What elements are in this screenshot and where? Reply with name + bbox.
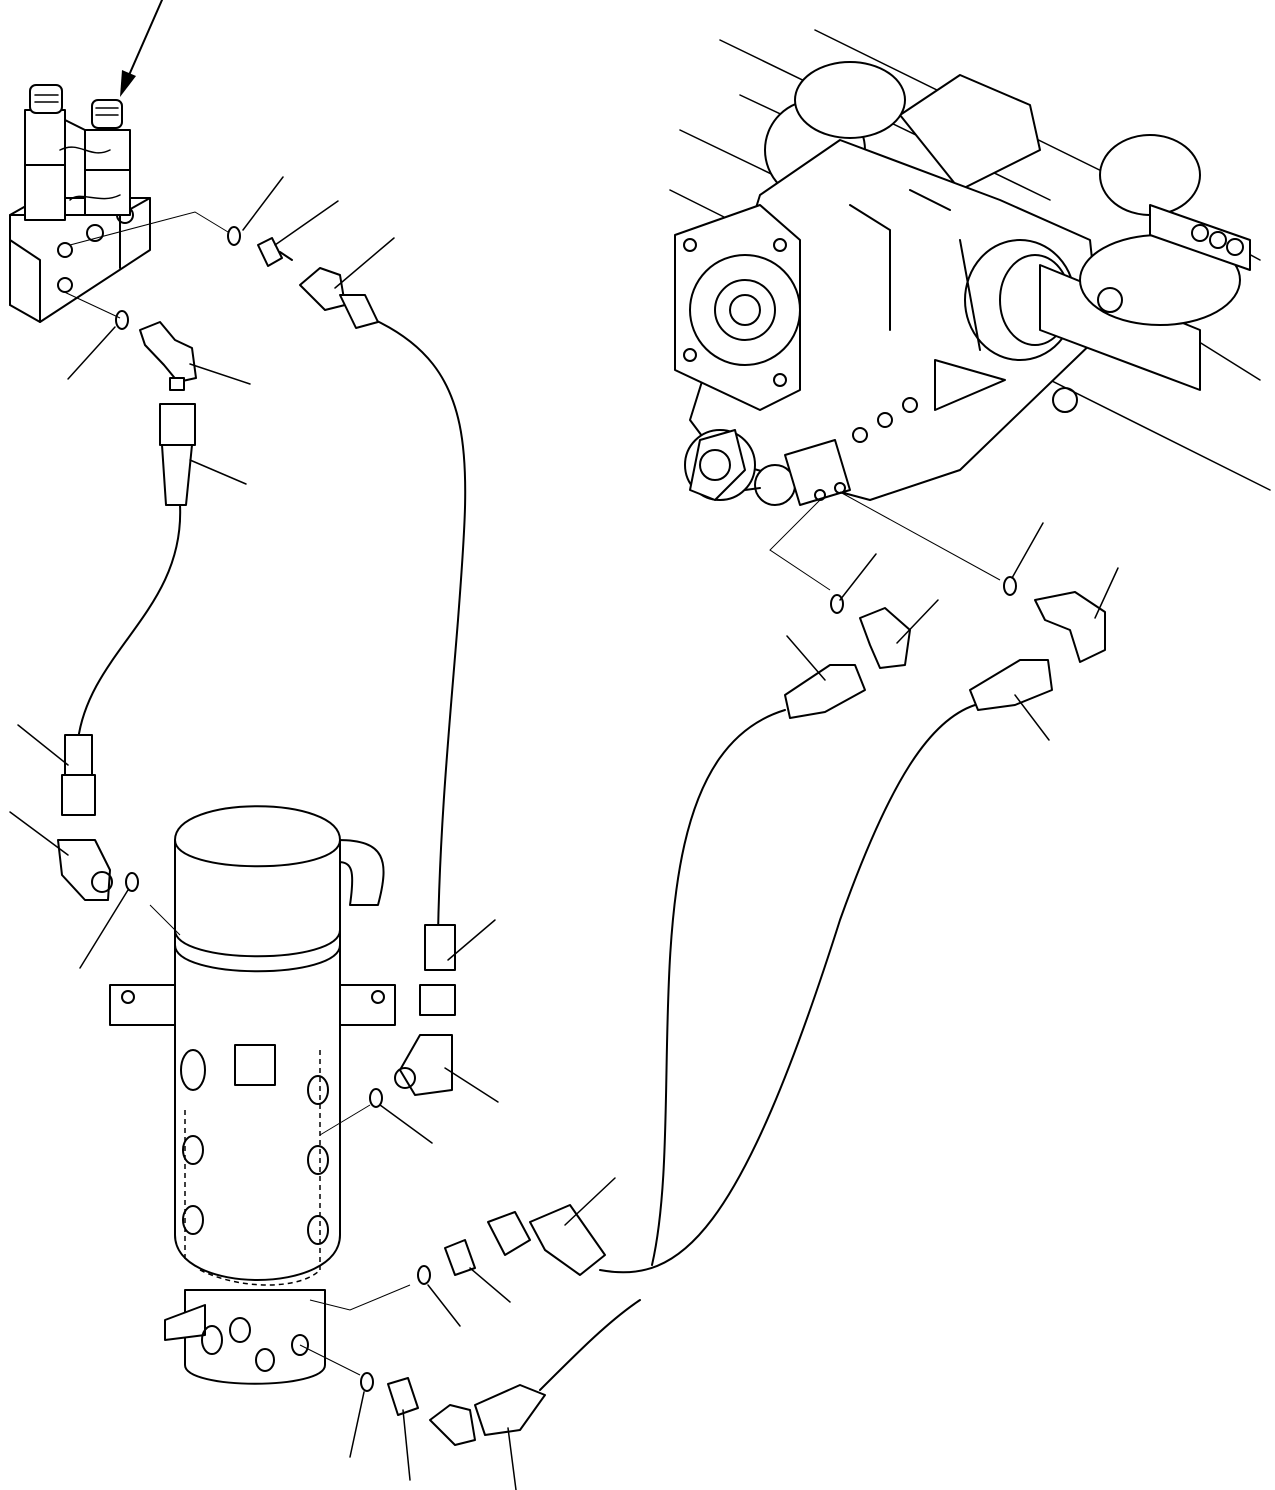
port-leader-lines xyxy=(59,211,1001,1376)
transmission-housing xyxy=(669,29,1271,506)
callout-leaders xyxy=(9,176,1119,1490)
fittings xyxy=(57,237,1106,1446)
o-rings xyxy=(115,226,1017,1392)
swivel-joint xyxy=(109,805,396,1385)
solenoid-valve-assembly xyxy=(9,84,151,323)
hoses xyxy=(77,319,976,1391)
arrow-indicator xyxy=(120,0,163,97)
